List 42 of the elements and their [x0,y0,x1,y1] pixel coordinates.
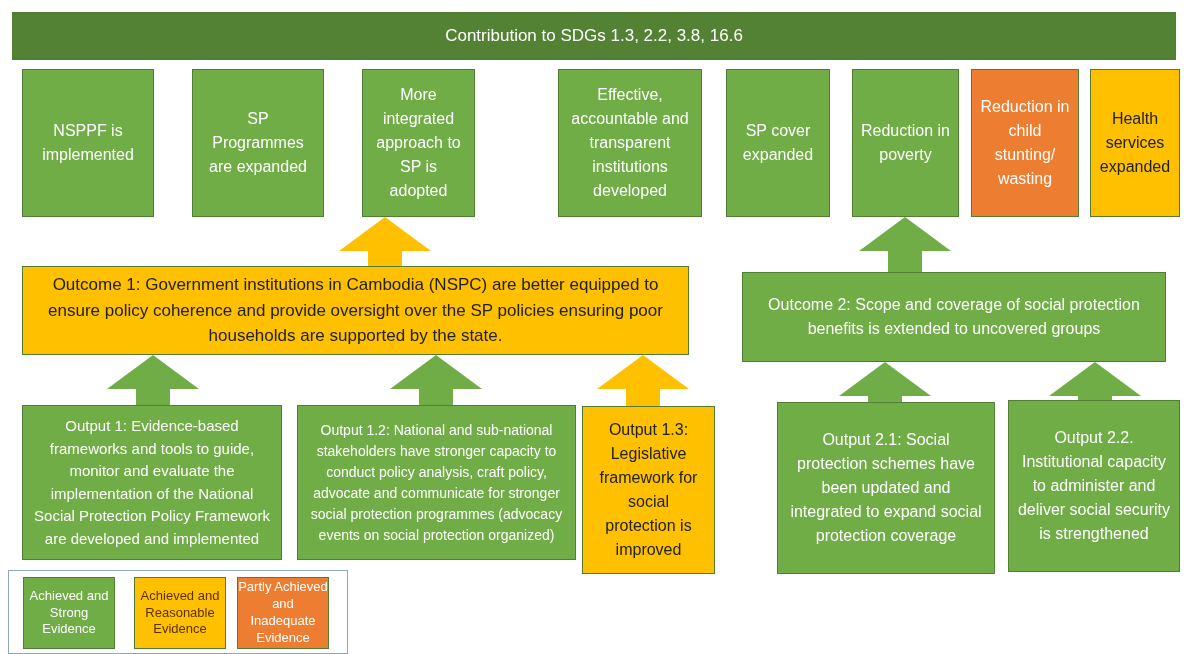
banner [12,12,1176,60]
output-box [297,405,576,560]
outcome-box [742,272,1166,362]
block-arrow [859,217,951,272]
box-text: Contribution to SDGs 1.3, 2.2, 3.8, 16.6 [445,25,743,48]
outcome-box [22,266,689,355]
block-arrow [339,217,431,266]
box-text: Output 1: Evidence-based frameworks and tools to guide, monitor and evaluate the implementation of the National Social Protection Policy Framework are developed and implemented [33,416,271,549]
box-text: SP cover expanded [741,121,815,165]
result-box [726,69,830,217]
box-text: SP Programmes are expanded [208,109,308,177]
block-arrow [107,355,199,405]
box-text: Output 1.3: Legislative framework for social protection is improved [598,420,699,560]
legend-swatch: Partly Achieved and Inadequate Evidence [237,577,329,649]
result-box [192,69,324,217]
box-text: Output 2.2. Institutional capacity to administer and deliver social security is strengthened [1017,428,1171,544]
box-text: Health services expanded [1099,109,1171,177]
box-text: Effective, accountable and transparent institutions developed [570,85,690,201]
block-arrow [1049,362,1141,400]
box-text: Outcome 1: Government institutions in Cambodia (NSPC) are better equipped to ensure policy coherence and provide oversight over the SP policies ensuring poor households are supported by the state. [47,274,664,348]
box-text: Reduction in poverty [861,121,950,165]
result-box [22,69,154,217]
box-text: Output 1.2: National and sub-national stakeholders have stronger capacity to conduct policy analysis, craft policy, advocate and communicate for stronger social protection programmes (advocacy events on social protection organized) [309,420,564,545]
output-box [582,406,715,574]
box-text: Reduction in child stunting/ wasting [980,97,1070,189]
box-text: More integrated approach to SP is adopted [375,85,462,201]
result-box [558,69,702,217]
box-text: Outcome 2: Scope and coverage of social protection benefits is extended to uncovered groups [767,295,1141,339]
output-box [1008,400,1180,572]
box-text: Output 2.1: Social protection schemes have been updated and integrated to expand social protection coverage [789,430,983,546]
result-box [1090,69,1180,217]
result-box [852,69,959,217]
output-box [777,402,995,574]
result-box [971,69,1079,217]
output-box [22,405,282,560]
legend-swatch: Achieved and Strong Evidence [23,577,115,649]
result-box [362,69,475,217]
block-arrow [839,362,931,402]
block-arrow [597,355,689,406]
block-arrow [390,355,482,405]
legend-swatch: Achieved and Reasonable Evidence [134,577,226,649]
box-text: NSPPF is implemented [41,121,135,165]
